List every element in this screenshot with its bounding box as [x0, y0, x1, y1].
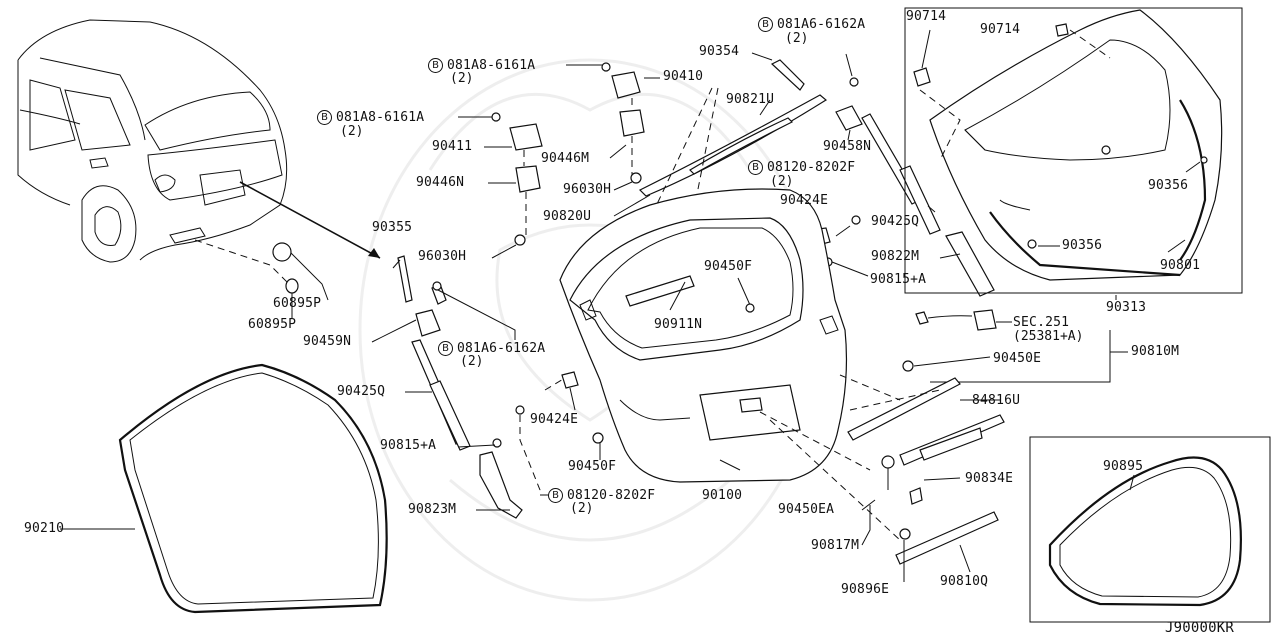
callout-90446N[interactable]: 90446N: [416, 175, 465, 190]
callout-60895P-a[interactable]: 60895P: [273, 296, 322, 311]
callout-90911N[interactable]: 90911N: [654, 317, 703, 332]
bolt-marker-icon: B: [438, 341, 453, 356]
callout-sec-251[interactable]: SEC.251: [1013, 315, 1070, 330]
qty-081A8-6161A-b: (2): [340, 124, 364, 139]
callout-90450E[interactable]: 90450E: [993, 351, 1042, 366]
glass-box: [904, 7, 1243, 294]
direction-arrow: [239, 181, 381, 259]
part-90810Q: [895, 511, 999, 565]
emblem-lower: [285, 278, 299, 294]
hinge-assembly: [491, 62, 645, 246]
callout-84816U[interactable]: 84816U: [972, 393, 1021, 408]
callout-08120-8202F-b[interactable]: 08120-8202F: [567, 488, 656, 503]
leader-60895P-a: [290, 252, 329, 301]
qty-081A6-6162A-top: (2): [785, 31, 809, 46]
callout-90810Q[interactable]: 90810Q: [940, 574, 989, 589]
callout-96030H-b[interactable]: 96030H: [418, 249, 467, 264]
callout-90834E[interactable]: 90834E: [965, 471, 1014, 486]
callout-081A8-6161A-b[interactable]: 081A8-6161A: [336, 110, 425, 125]
back-door-90100: [559, 188, 848, 483]
bolt-marker-icon: B: [748, 160, 763, 175]
arrowhead: [368, 248, 380, 258]
rear-glass: [929, 9, 1223, 281]
bolt-marker-icon: B: [548, 488, 563, 503]
bolt-marker-icon: B: [317, 110, 332, 125]
callout-90450EA[interactable]: 90450EA: [778, 502, 835, 517]
callout-90823M[interactable]: 90823M: [408, 502, 457, 517]
seal-90895: [1048, 456, 1242, 607]
callout-90313[interactable]: 90313: [1106, 300, 1147, 315]
callout-081A6-6162A-top[interactable]: 081A6-6162A: [777, 17, 866, 32]
qty-08120-8202F-top: (2): [770, 174, 794, 189]
callout-90815A-b[interactable]: 90815+A: [380, 438, 437, 453]
part-84816U: [847, 377, 961, 441]
vehicle-outline: [17, 19, 288, 263]
callout-90714-b[interactable]: 90714: [980, 22, 1021, 37]
part-90354: [770, 59, 805, 91]
callout-90356-a[interactable]: 90356: [1148, 178, 1189, 193]
callout-90355[interactable]: 90355: [372, 220, 413, 235]
part-90821U: [689, 117, 794, 175]
callout-90815A-a[interactable]: 90815+A: [870, 272, 927, 287]
sec-251-reference: (25381+A): [1013, 329, 1084, 344]
callout-90450F-a[interactable]: 90450F: [704, 259, 753, 274]
emblem-guide: [194, 239, 291, 286]
callout-90411[interactable]: 90411: [432, 139, 473, 154]
callout-90817M[interactable]: 90817M: [811, 538, 860, 553]
seal-box: [1029, 436, 1271, 623]
callout-90458N[interactable]: 90458N: [823, 139, 872, 154]
callout-081A8-6161A-a[interactable]: 081A8-6161A: [447, 58, 536, 73]
callout-90446M[interactable]: 90446M: [541, 151, 590, 166]
callout-90801[interactable]: 90801: [1160, 258, 1201, 273]
callout-90459N[interactable]: 90459N: [303, 334, 352, 349]
callout-90425Q-a[interactable]: 90425Q: [871, 214, 920, 229]
callout-90895[interactable]: 90895: [1103, 459, 1144, 474]
callout-90410[interactable]: 90410: [663, 69, 704, 84]
callout-60895P-b[interactable]: 60895P: [248, 317, 297, 332]
callout-96030H-a[interactable]: 96030H: [563, 182, 612, 197]
callout-90356-b[interactable]: 90356: [1062, 238, 1103, 253]
callout-90425Q-b[interactable]: 90425Q: [337, 384, 386, 399]
qty-081A6-6162A-b: (2): [460, 354, 484, 369]
callout-90354[interactable]: 90354: [699, 44, 740, 59]
callout-90100[interactable]: 90100: [702, 488, 743, 503]
part-90822M: [945, 231, 995, 297]
callout-90821U[interactable]: 90821U: [726, 92, 775, 107]
callout-90822M[interactable]: 90822M: [871, 249, 920, 264]
qty-08120-8202F-b: (2): [570, 501, 594, 516]
bolt-marker-icon: B: [428, 58, 443, 73]
callout-90424E-b[interactable]: 90424E: [530, 412, 579, 427]
callout-08120-8202F-top[interactable]: 08120-8202F: [767, 160, 856, 175]
emblem-upper: [272, 242, 292, 262]
weatherstrip-90210: [118, 363, 388, 614]
callout-90210[interactable]: 90210: [24, 521, 65, 536]
callout-90424E-a[interactable]: 90424E: [780, 193, 829, 208]
callout-081A6-6162A-b[interactable]: 081A6-6162A: [457, 341, 546, 356]
callout-90820U[interactable]: 90820U: [543, 209, 592, 224]
callout-90896E[interactable]: 90896E: [841, 582, 890, 597]
callout-90810M[interactable]: 90810M: [1131, 344, 1180, 359]
leader-90459N: [371, 319, 417, 343]
diagram-code: J90000KR: [1165, 620, 1235, 636]
bolt-marker-icon: B: [758, 17, 773, 32]
callout-90450F-b[interactable]: 90450F: [568, 459, 617, 474]
callout-90714-a[interactable]: 90714: [906, 9, 947, 24]
qty-081A8-6161A-a: (2): [450, 71, 474, 86]
leader-081A6-b: [437, 289, 516, 340]
